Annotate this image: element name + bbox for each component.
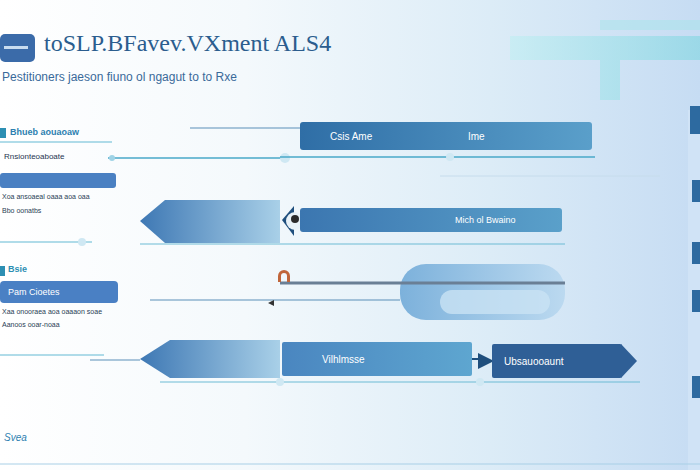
- connector: [472, 359, 492, 361]
- note-label: Rnsionteoaboate: [4, 152, 65, 161]
- note-label: Xoa ansoaeal oaaa aoa oaa: [2, 193, 90, 200]
- arrow-tip: [621, 344, 639, 378]
- note-label: Pestitioners jaeson fiuno ol ngagut to t…: [2, 70, 237, 84]
- node-text: Vilhlmsse: [322, 354, 365, 365]
- note-label: Bbo oonatbs: [2, 207, 41, 214]
- note-label: Xaa onooraea aoa oaaaon soae: [2, 308, 102, 315]
- node-text: Pam Cioetes: [8, 287, 60, 297]
- note-label: Aanoos ooar-noaa: [2, 321, 60, 328]
- node-text: Ime: [468, 131, 485, 142]
- process-bar: Csis Ame Ime: [300, 122, 592, 150]
- node-text: Ubsauooaunt: [504, 356, 564, 367]
- arrow-box: Ubsauooaunt: [492, 344, 622, 378]
- note-label: Svea: [4, 432, 27, 443]
- process-bar: Vilhlmsse: [282, 342, 472, 376]
- process-bar: Mich ol Bwaino: [300, 208, 562, 232]
- node-text: Mich ol Bwaino: [455, 215, 516, 225]
- diagram-title: toSLP.BFavev.VXment ALS4: [44, 30, 331, 57]
- note-label: Bsie: [8, 264, 27, 274]
- note-label: Bhueb aouaoaw: [10, 127, 79, 137]
- process-box: Pam Cioetes: [0, 281, 118, 303]
- node-text: Csis Ame: [330, 131, 372, 142]
